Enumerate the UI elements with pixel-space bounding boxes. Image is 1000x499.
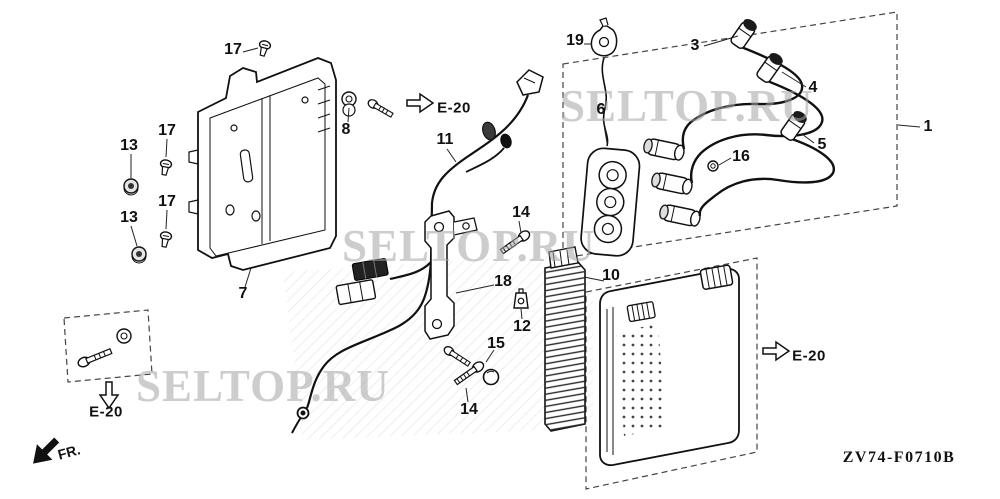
e20-arrow-icon-bottom bbox=[98, 381, 120, 410]
spark-plug-cap-4 bbox=[756, 53, 783, 83]
callout-17: 17 bbox=[158, 193, 176, 210]
callout-13: 13 bbox=[120, 209, 138, 226]
e20-arrow-icon-right bbox=[762, 340, 791, 362]
connector-block-light bbox=[335, 279, 377, 306]
screw-washer-set-8 bbox=[341, 91, 394, 118]
callout-3: 3 bbox=[690, 37, 700, 54]
callout-14: 14 bbox=[460, 401, 478, 418]
bracket-panel bbox=[188, 57, 337, 271]
wire-clamp-19 bbox=[590, 17, 618, 57]
bolt-washer-set-bottom bbox=[77, 328, 132, 368]
callout-12: 12 bbox=[513, 318, 531, 335]
diagram-code: ZV74-F0710B bbox=[842, 449, 956, 466]
callout-4: 4 bbox=[808, 79, 818, 96]
callout-17: 17 bbox=[224, 41, 242, 58]
callout-8: 8 bbox=[341, 121, 351, 138]
e20-ref-bottom: E-20 bbox=[89, 403, 123, 421]
grommet-13-b bbox=[131, 246, 147, 264]
nut-16 bbox=[707, 160, 719, 172]
wire-harness-11 bbox=[291, 69, 544, 434]
bolt-14-b bbox=[453, 361, 485, 386]
callout-19: 19 bbox=[566, 32, 584, 49]
stay-bracket-18 bbox=[424, 210, 478, 340]
cap-highlight bbox=[486, 370, 495, 374]
callout-14: 14 bbox=[512, 204, 530, 221]
spark-plug-wires bbox=[681, 43, 835, 217]
fr-arrow-icon bbox=[33, 437, 60, 464]
screw-17-b bbox=[159, 159, 173, 176]
coil-cap-a bbox=[643, 138, 685, 161]
callout-16: 16 bbox=[732, 148, 750, 165]
callout-17: 17 bbox=[158, 122, 176, 139]
ignition-coil-bracket-6 bbox=[580, 147, 641, 257]
spark-plug-cap-5 bbox=[780, 111, 807, 141]
callout-11: 11 bbox=[436, 131, 454, 148]
coil-cap-b bbox=[651, 172, 693, 195]
screw-15 bbox=[443, 346, 471, 367]
e20-ref-top: E-20 bbox=[437, 99, 471, 117]
callout-18: 18 bbox=[494, 273, 512, 290]
coil-cap-c bbox=[659, 204, 701, 227]
callout-7: 7 bbox=[238, 285, 248, 302]
bolt-14-a bbox=[499, 230, 531, 255]
dashed-box-bolt bbox=[63, 309, 153, 383]
spark-plug-cap-3 bbox=[730, 19, 757, 49]
screw-17-c bbox=[159, 231, 173, 248]
cover-panel bbox=[599, 264, 740, 467]
dashed-box-plug-wires bbox=[562, 11, 898, 259]
callout-1: 1 bbox=[923, 118, 933, 135]
cap-15 bbox=[482, 368, 500, 386]
clamp-wire bbox=[601, 57, 609, 147]
callout-5: 5 bbox=[817, 136, 827, 153]
grommet-13-a bbox=[123, 178, 139, 196]
callout-10: 10 bbox=[602, 267, 620, 284]
clamp-12 bbox=[513, 288, 529, 309]
e20-arrow-icon-top bbox=[406, 92, 435, 114]
callout-13: 13 bbox=[120, 137, 138, 154]
screw-17-a bbox=[258, 40, 272, 57]
connector-block-dark bbox=[351, 257, 389, 281]
leader-lines bbox=[130, 35, 921, 403]
e20-ref-right: E-20 bbox=[792, 347, 826, 365]
corrugated-tube-10 bbox=[544, 246, 586, 432]
callout-15: 15 bbox=[487, 335, 505, 352]
callout-6: 6 bbox=[596, 101, 606, 118]
